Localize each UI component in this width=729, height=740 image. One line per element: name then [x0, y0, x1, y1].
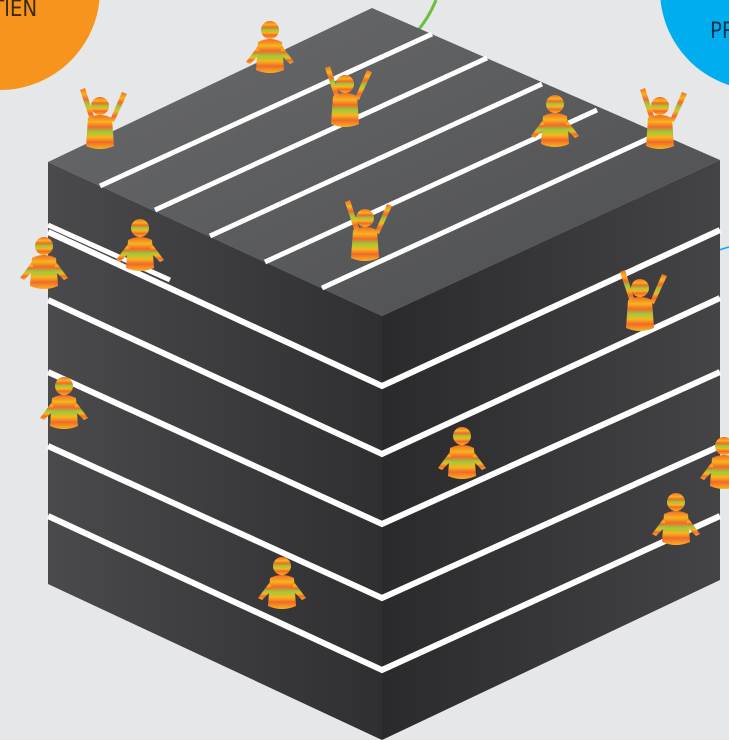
right-bubble: PR — [660, 0, 729, 90]
left-bubble: TIEN — [0, 0, 100, 90]
layered-cube — [48, 8, 720, 740]
right-bubble-label: PR — [710, 19, 729, 44]
person-figure-icon — [640, 88, 687, 149]
left-bubble-label: TIEN — [0, 0, 37, 22]
